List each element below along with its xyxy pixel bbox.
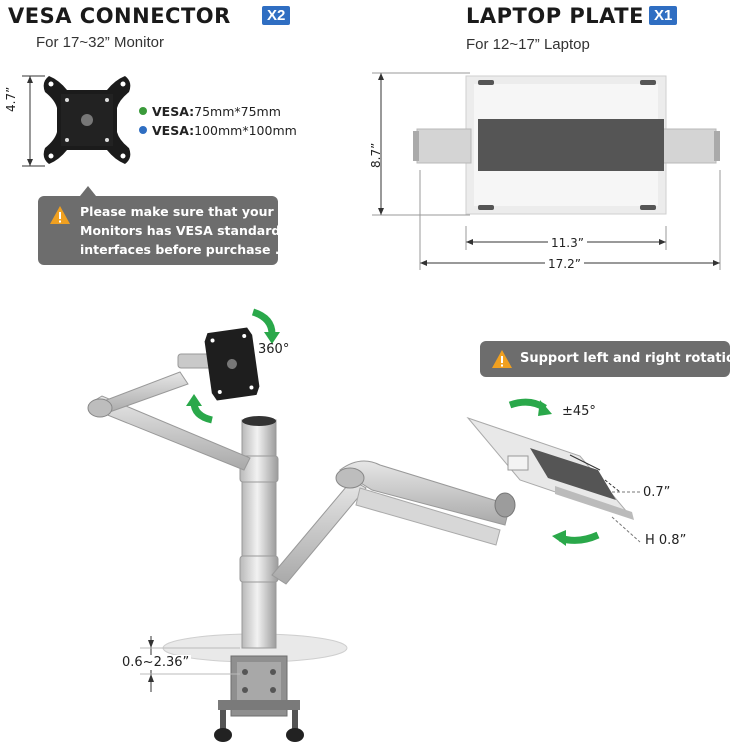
laptop-tilt-label: ±45°: [562, 404, 596, 419]
vesa-subtitle: For 17~32” Monitor: [36, 34, 164, 51]
vesa-spec-2-value: 100mm*100mm: [194, 123, 297, 138]
warning-icon: [50, 206, 70, 224]
vesa-note-line-1: Please make sure that your: [80, 204, 274, 219]
lip-height-b-label: H 0.8”: [645, 533, 687, 548]
monitor-rotation-label: 360°: [258, 342, 290, 357]
vesa-spec-2-label: VESA:: [152, 123, 195, 138]
vesa-connector-title: VESA CONNECTOR: [8, 4, 231, 28]
laptop-subtitle: For 12~17” Laptop: [466, 36, 590, 53]
vesa-spec-1-label: VESA:: [152, 104, 195, 119]
vesa-spec-1: VESA:75mm*75mm: [152, 104, 281, 119]
laptop-outer-width-label: 17.2”: [545, 257, 584, 271]
clamp-range-label: 0.6~2.36”: [120, 655, 192, 670]
vesa-warning-callout: Please make sure that your Monitors has …: [38, 196, 281, 265]
warning-icon: [492, 350, 512, 368]
vesa-quantity-badge: X2: [262, 6, 291, 25]
vesa-spec-2: VESA:100mm*100mm: [152, 123, 297, 138]
vesa-note-line-2: Monitors has VESA standard: [80, 223, 281, 238]
laptop-inner-width-label: 11.3”: [548, 236, 587, 250]
laptop-plate-title: LAPTOP PLATE: [466, 4, 644, 28]
vesa-note-line-3: interfaces before purchase .: [80, 242, 280, 257]
laptop-rotation-callout: Support left and right rotation: [480, 341, 744, 377]
lip-height-a-label: 0.7”: [643, 485, 671, 500]
vesa-spec-1-value: 75mm*75mm: [194, 104, 281, 119]
laptop-quantity-badge: X1: [649, 6, 678, 25]
laptop-rotation-note: Support left and right rotation: [520, 351, 745, 366]
